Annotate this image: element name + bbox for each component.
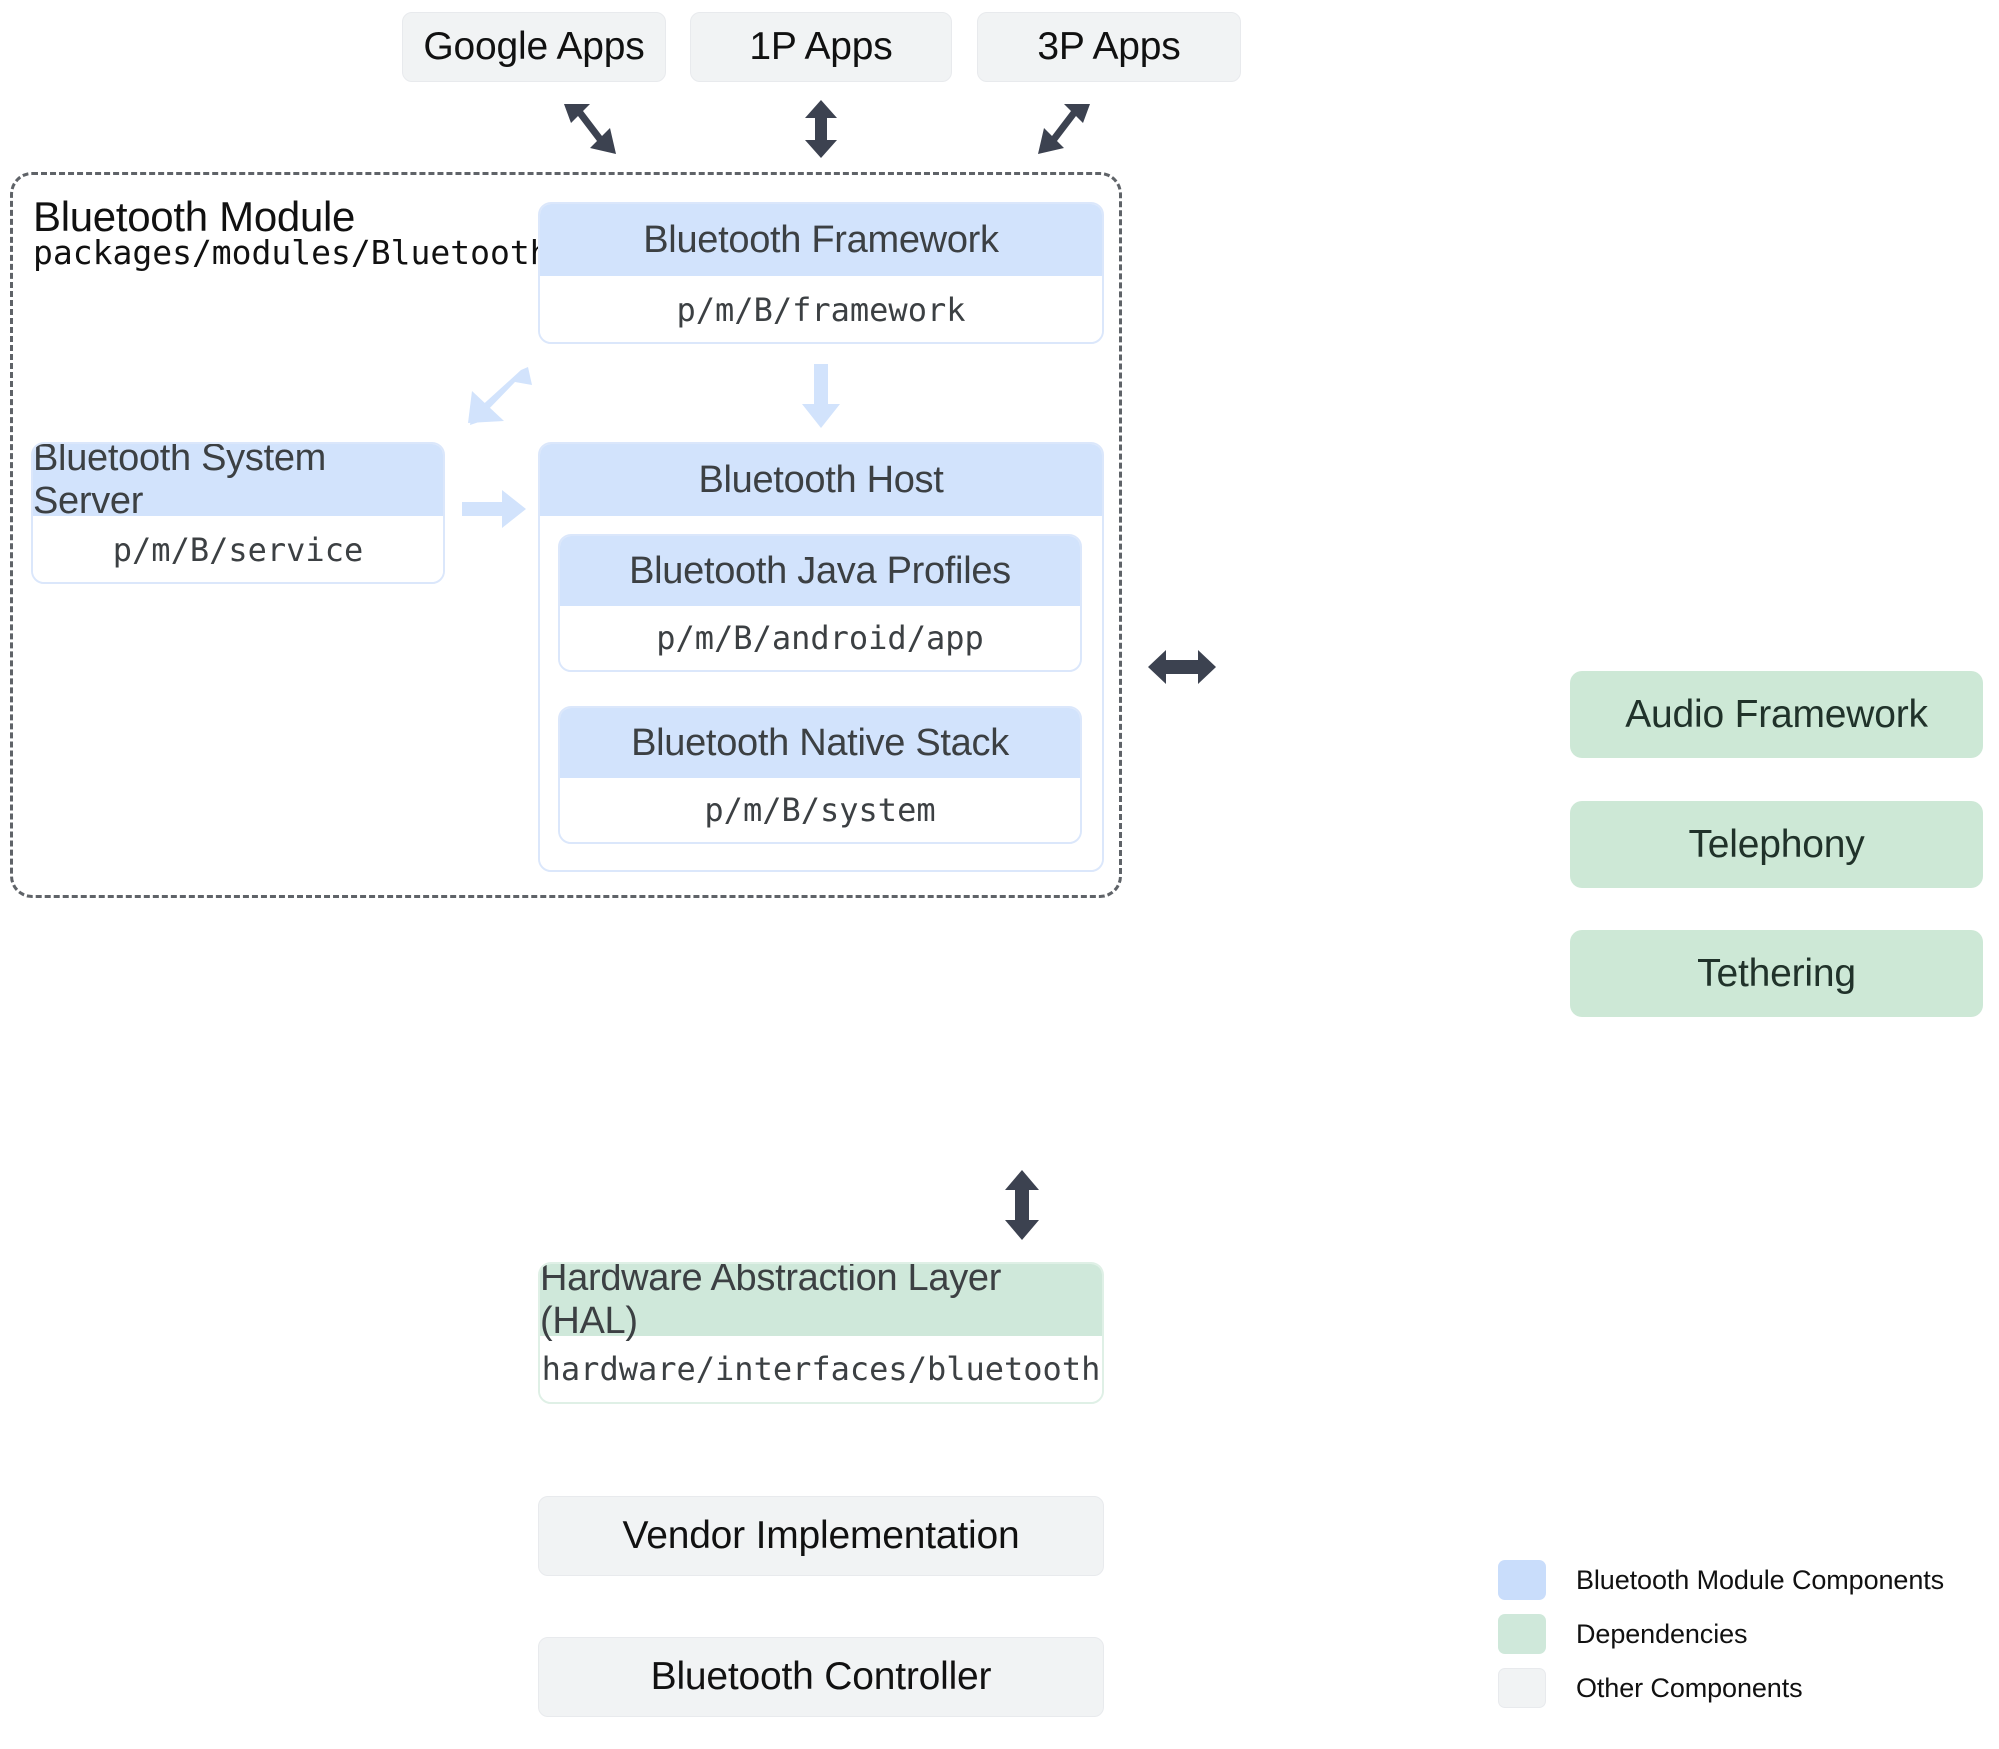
arrow-framework-to-host-icon [802, 364, 840, 428]
card-bluetooth-framework[interactable]: Bluetooth Framework p/m/B/framework [538, 202, 1104, 344]
card-hardware-abstraction-layer-path: hardware/interfaces/bluetooth [540, 1336, 1102, 1402]
card-bluetooth-native-stack-path: p/m/B/system [560, 778, 1080, 842]
arrow-3p-apps-to-framework-icon [1022, 100, 1094, 158]
app-box-1p-apps-label: 1P Apps [749, 25, 893, 68]
legend-item-other-components: Other Components [1498, 1661, 1944, 1715]
app-box-3p-apps[interactable]: 3P Apps [977, 12, 1241, 82]
dependency-box-tethering[interactable]: Tethering [1570, 930, 1983, 1017]
card-bluetooth-java-profiles[interactable]: Bluetooth Java Profiles p/m/B/android/ap… [558, 534, 1082, 672]
legend: Bluetooth Module Components Dependencies… [1498, 1553, 1944, 1715]
bluetooth-module-path: packages/modules/Bluetooth [33, 233, 550, 272]
card-bluetooth-java-profiles-path: p/m/B/android/app [560, 606, 1080, 670]
card-bluetooth-system-server-path: p/m/B/service [33, 516, 443, 582]
legend-item-module-components: Bluetooth Module Components [1498, 1553, 1944, 1607]
bluetooth-module-boundary [10, 172, 1122, 898]
box-bluetooth-controller-label: Bluetooth Controller [650, 1655, 992, 1698]
card-bluetooth-framework-title: Bluetooth Framework [540, 204, 1102, 276]
app-box-google-apps[interactable]: Google Apps [402, 12, 666, 82]
card-bluetooth-system-server-title: Bluetooth System Server [33, 444, 443, 522]
card-bluetooth-host-title: Bluetooth Host [540, 444, 1102, 516]
dependency-box-telephony-label: Telephony [1688, 822, 1865, 866]
card-bluetooth-host[interactable]: Bluetooth Host Bluetooth Java Profiles p… [538, 442, 1104, 872]
card-bluetooth-native-stack[interactable]: Bluetooth Native Stack p/m/B/system [558, 706, 1082, 844]
legend-swatch-dependencies [1498, 1614, 1546, 1654]
bluetooth-module-title: Bluetooth Module [33, 193, 356, 240]
card-bluetooth-framework-path: p/m/B/framework [540, 276, 1102, 342]
card-bluetooth-system-server[interactable]: Bluetooth System Server p/m/B/service [31, 442, 445, 584]
legend-swatch-module-components [1498, 1560, 1546, 1600]
dependency-box-audio-framework-label: Audio Framework [1625, 692, 1928, 736]
box-bluetooth-controller[interactable]: Bluetooth Controller [538, 1637, 1104, 1717]
app-box-1p-apps[interactable]: 1P Apps [690, 12, 952, 82]
legend-item-dependencies: Dependencies [1498, 1607, 1944, 1661]
card-hardware-abstraction-layer-title: Hardware Abstraction Layer (HAL) [540, 1264, 1102, 1342]
card-bluetooth-native-stack-title: Bluetooth Native Stack [560, 708, 1080, 778]
arrow-host-to-dependencies-icon [1148, 648, 1216, 686]
arrow-module-to-hal-icon [1003, 1170, 1041, 1240]
arrow-framework-to-system-server-icon [466, 365, 532, 427]
box-vendor-implementation-label: Vendor Implementation [622, 1514, 1020, 1557]
app-box-google-apps-label: Google Apps [423, 25, 645, 68]
card-bluetooth-java-profiles-title: Bluetooth Java Profiles [560, 536, 1080, 606]
arrow-google-apps-to-framework-icon [560, 100, 632, 158]
box-vendor-implementation[interactable]: Vendor Implementation [538, 1496, 1104, 1576]
card-hardware-abstraction-layer[interactable]: Hardware Abstraction Layer (HAL) hardwar… [538, 1262, 1104, 1404]
dependency-box-audio-framework[interactable]: Audio Framework [1570, 671, 1983, 758]
dependency-box-tethering-label: Tethering [1697, 951, 1856, 995]
legend-label-module-components: Bluetooth Module Components [1576, 1564, 1945, 1595]
legend-swatch-other-components [1498, 1668, 1546, 1708]
app-box-3p-apps-label: 3P Apps [1037, 25, 1181, 68]
dependency-box-telephony[interactable]: Telephony [1570, 801, 1983, 888]
legend-label-dependencies: Dependencies [1576, 1618, 1748, 1649]
arrow-system-server-to-host-icon [462, 490, 526, 528]
arrow-1p-apps-to-framework-icon [803, 100, 839, 158]
legend-label-other-components: Other Components [1576, 1672, 1803, 1703]
